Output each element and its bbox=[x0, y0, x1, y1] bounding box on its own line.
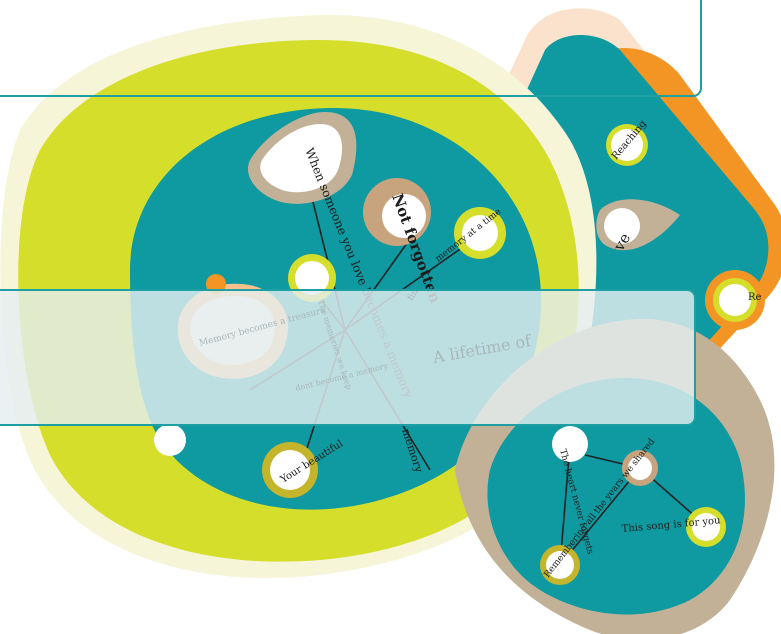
main-node-left-edge bbox=[154, 424, 186, 456]
middle-panel: A lifetime of Memory becomes a treasure … bbox=[0, 289, 696, 426]
overlay-memory-becomes: Memory becomes a treasure bbox=[198, 305, 327, 348]
overlay-text-layer: A lifetime of Memory becomes a treasure … bbox=[0, 291, 698, 428]
overlay-lifetime: A lifetime of bbox=[430, 331, 533, 367]
overlay-finally-able: finally able to bbox=[406, 291, 447, 303]
right-label-re: Re bbox=[748, 292, 762, 303]
top-panel bbox=[0, 0, 702, 97]
